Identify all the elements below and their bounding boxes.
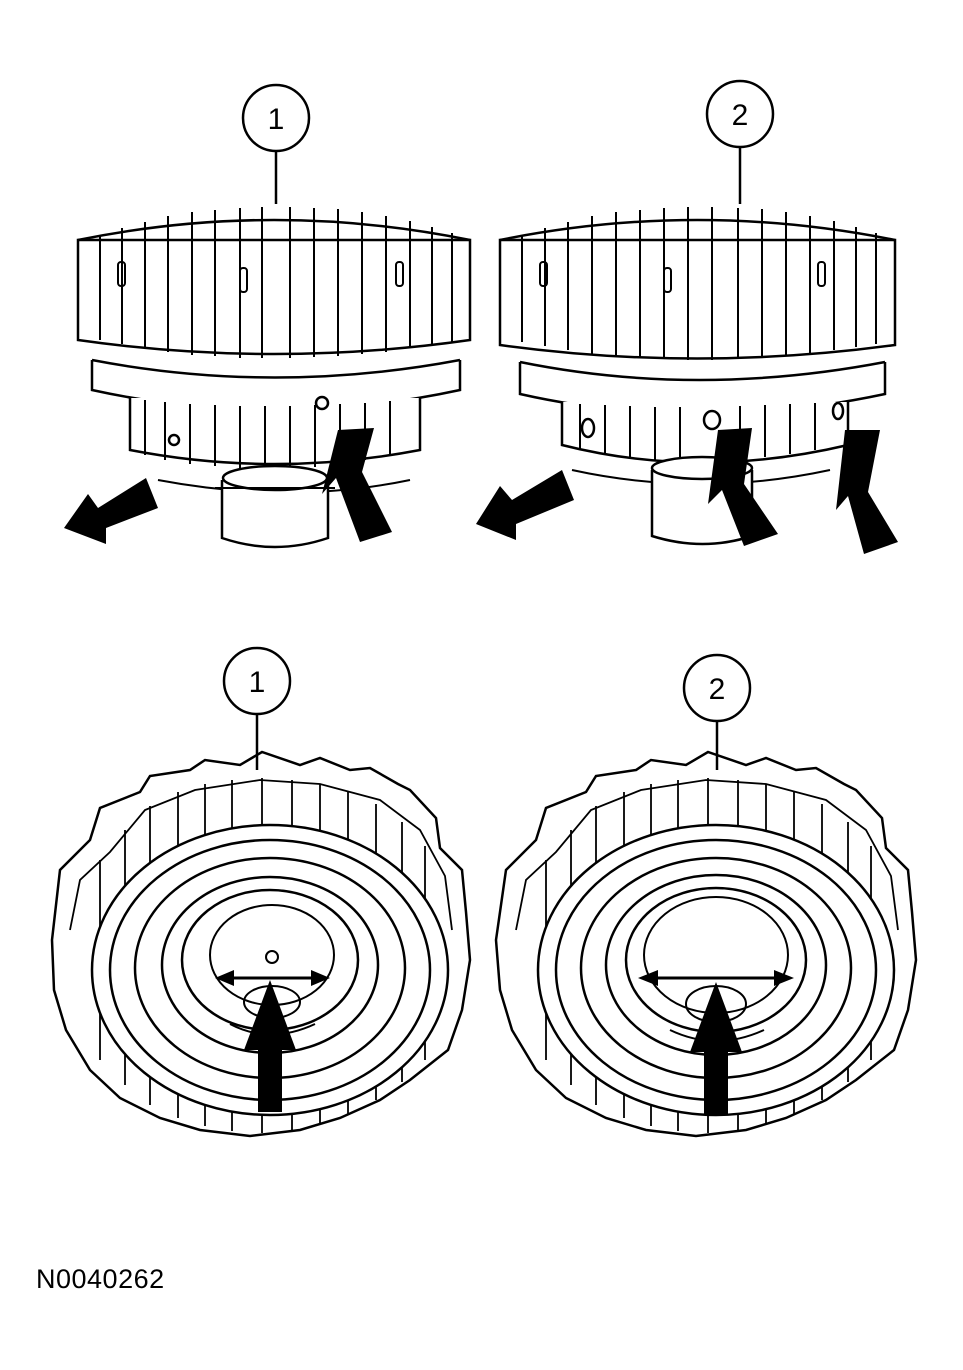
callout-label: 1 [268, 103, 285, 136]
hub-top-view-2 [494, 750, 918, 1138]
callout-bubble-top-left: 1 [241, 83, 311, 204]
arrow-icon [322, 428, 392, 542]
arrow-icon [708, 428, 778, 546]
callout-bubble-top-right: 2 [705, 79, 775, 204]
measurement-arrow-icon [215, 970, 330, 986]
figure-code: N0040262 [36, 1264, 165, 1294]
arrow-icon [836, 430, 898, 554]
arrow-icon [64, 478, 158, 544]
arrow-icon [476, 470, 574, 540]
callout-label: 1 [249, 666, 266, 699]
callout-label: 2 [709, 673, 726, 706]
hub-side-view-2 [498, 207, 897, 546]
arrow-icon [244, 980, 296, 1112]
callout-bubble-bottom-right: 2 [682, 653, 752, 770]
callout-bubble-bottom-left: 1 [222, 646, 292, 770]
callout-label: 2 [732, 99, 749, 132]
measurement-arrow-icon [638, 970, 794, 986]
arrow-icon [690, 982, 742, 1114]
hub-top-view-1 [50, 750, 472, 1138]
